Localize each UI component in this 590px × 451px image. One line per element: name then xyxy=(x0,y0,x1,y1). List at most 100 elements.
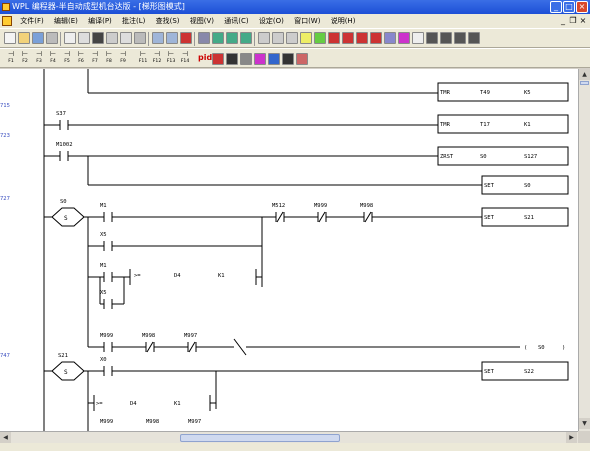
ladder-key-f14[interactable]: ⊣F14 xyxy=(180,51,190,66)
toolbar-button-14[interactable] xyxy=(198,32,210,44)
toolbar-button-12[interactable] xyxy=(166,32,178,44)
pid-button[interactable]: pid xyxy=(198,53,213,62)
ladder-symbol-icon: ⊣ xyxy=(7,50,15,58)
toolbar-button-31[interactable] xyxy=(440,32,452,44)
ladder-tool-button-6[interactable] xyxy=(282,53,294,65)
scroll-right-arrow[interactable]: ▶ xyxy=(566,432,577,443)
toolbar-button-13[interactable] xyxy=(180,32,192,44)
step-number-747: 747 xyxy=(0,353,10,359)
coil-set-s0-arg1: S0 xyxy=(524,183,531,189)
vertical-scrollbar[interactable]: ▲ ▼ xyxy=(578,69,590,431)
minimize-button[interactable]: _ xyxy=(550,1,562,13)
ladder-tool-button-5[interactable] xyxy=(268,53,280,65)
toolbar-button-30[interactable] xyxy=(426,32,438,44)
toolbar-button-23[interactable] xyxy=(328,32,340,44)
menu-comment[interactable]: 批注(L) xyxy=(122,17,146,25)
toolbar-button-6[interactable] xyxy=(78,32,90,44)
toolbar-button-18[interactable] xyxy=(258,32,270,44)
toolbar-separator xyxy=(254,32,255,46)
ladder-symbol-icon: ⊣ xyxy=(181,50,189,58)
menu-comm[interactable]: 通讯(C) xyxy=(224,17,249,25)
coil-set-s0-box xyxy=(481,175,569,195)
toolbar-button-11[interactable] xyxy=(152,32,164,44)
ladder-key-f2[interactable]: ⊢F2 xyxy=(20,51,30,66)
toolbar-button-8[interactable] xyxy=(106,32,118,44)
menu-view[interactable]: 视图(V) xyxy=(189,17,215,25)
menu-search[interactable]: 查找(S) xyxy=(155,17,180,25)
toolbar-button-21[interactable] xyxy=(300,32,312,44)
ladder-key-f4[interactable]: ⊢F4 xyxy=(48,51,58,66)
scroll-up-arrow[interactable]: ▲ xyxy=(579,69,590,80)
ladder-key-f5[interactable]: ⊣F5 xyxy=(62,51,72,66)
horizontal-scroll-thumb[interactable] xyxy=(180,434,340,442)
contact-x5-b-label: X5 xyxy=(100,290,107,296)
coil-set-s21-op: SET xyxy=(484,215,495,221)
document-icon[interactable] xyxy=(2,16,12,26)
ladder-key-f6[interactable]: ⊢F6 xyxy=(76,51,86,66)
mdi-minimize-button[interactable]: _ xyxy=(561,16,565,25)
toolbar-button-20[interactable] xyxy=(286,32,298,44)
toolbar-button-26[interactable] xyxy=(370,32,382,44)
maximize-button[interactable]: □ xyxy=(563,1,575,13)
menu-settings[interactable]: 设定(O) xyxy=(258,17,284,25)
menu-help[interactable]: 说明(H) xyxy=(330,17,356,25)
toolbar-button-24[interactable] xyxy=(342,32,354,44)
ladder-tool-button-3[interactable] xyxy=(240,53,252,65)
toolbar-button-7[interactable] xyxy=(92,32,104,44)
ladder-key-f3[interactable]: ⊣F3 xyxy=(34,51,44,66)
ladder-key-f8[interactable]: ⊢F8 xyxy=(104,51,114,66)
contact-m999-b-label: M999 xyxy=(100,333,113,339)
title-bar[interactable]: WPL 编程器-半自动成型机台达版 - [梯形图模式] _ □ × xyxy=(0,0,590,14)
toolbar-button-16[interactable] xyxy=(226,32,238,44)
menu-window[interactable]: 窗口(W) xyxy=(294,17,321,25)
vertical-scroll-thumb[interactable] xyxy=(580,81,589,85)
toolbar-button-5[interactable] xyxy=(64,32,76,44)
mdi-restore-button[interactable]: ❐ xyxy=(569,16,577,25)
ladder-tool-button-1[interactable] xyxy=(212,53,224,65)
toolbar-button-28[interactable] xyxy=(398,32,410,44)
menu-file[interactable]: 文件(F) xyxy=(20,17,44,25)
toolbar-button-9[interactable] xyxy=(120,32,132,44)
ladder-key-f9[interactable]: ⊣F9 xyxy=(118,51,128,66)
toolbar-button-3[interactable] xyxy=(32,32,44,44)
toolbar-button-4[interactable] xyxy=(46,32,58,44)
toolbar-button-25[interactable] xyxy=(356,32,368,44)
fkey-label: F8 xyxy=(106,59,112,64)
step-number-715: 715 xyxy=(0,103,10,109)
scroll-down-arrow[interactable]: ▼ xyxy=(579,418,590,429)
menu-compile[interactable]: 编译(P) xyxy=(88,17,112,25)
toolbar-button-1[interactable] xyxy=(4,32,16,44)
toolbar-button-17[interactable] xyxy=(240,32,252,44)
ladder-key-f11[interactable]: ⊢F11 xyxy=(138,51,148,66)
contact-m999-a-slash xyxy=(318,211,326,223)
ladder-key-f12[interactable]: ⊣F12 xyxy=(152,51,162,66)
contact-m997-b-label: M997 xyxy=(188,419,201,425)
step-s0-symbol xyxy=(51,207,85,227)
ladder-tool-button-4[interactable] xyxy=(254,53,266,65)
toolbar-button-32[interactable] xyxy=(454,32,466,44)
ladder-key-f1[interactable]: ⊣F1 xyxy=(6,51,16,66)
toolbar-button-10[interactable] xyxy=(134,32,146,44)
scroll-left-arrow[interactable]: ◀ xyxy=(0,432,11,443)
ladder-tool-button-7[interactable] xyxy=(296,53,308,65)
ladder-key-f13[interactable]: ⊢F13 xyxy=(166,51,176,66)
toolbar-button-27[interactable] xyxy=(384,32,396,44)
toolbar-button-33[interactable] xyxy=(468,32,480,44)
ladder-key-f7[interactable]: ⊣F7 xyxy=(90,51,100,66)
coil-s0-name: S0 xyxy=(538,345,545,351)
toolbar-button-2[interactable] xyxy=(18,32,30,44)
ladder-tool-button-2[interactable] xyxy=(226,53,238,65)
toolbar-button-22[interactable] xyxy=(314,32,326,44)
ladder-symbol-icon: ⊢ xyxy=(77,50,85,58)
contact-m999-c-label: M999 xyxy=(100,419,113,425)
close-button[interactable]: × xyxy=(576,1,588,13)
toolbar-button-29[interactable] xyxy=(412,32,424,44)
horizontal-scrollbar[interactable]: ◀ ▶ xyxy=(0,431,578,443)
step-s21-symbol xyxy=(51,361,85,381)
toolbar-button-15[interactable] xyxy=(212,32,224,44)
mdi-close-button[interactable]: × xyxy=(579,16,587,25)
contact-m998-c-label: M998 xyxy=(146,419,159,425)
menu-edit[interactable]: 编辑(E) xyxy=(53,17,78,25)
toolbar-button-19[interactable] xyxy=(272,32,284,44)
